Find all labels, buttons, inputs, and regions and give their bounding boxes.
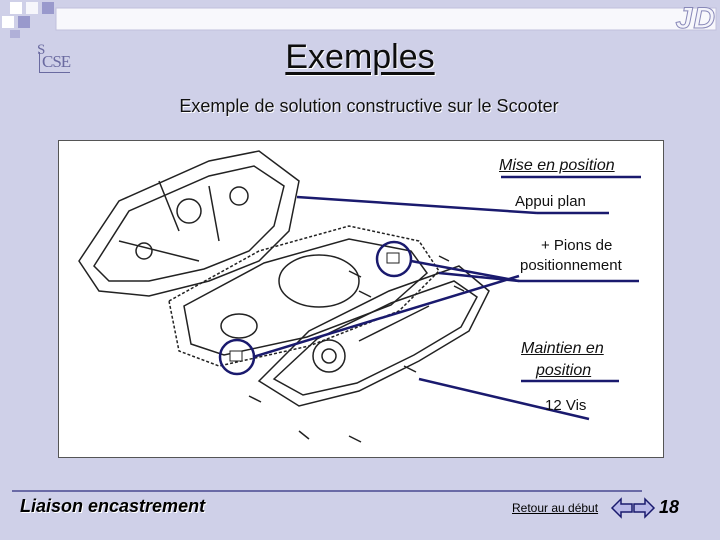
logo-letter: S	[37, 42, 46, 58]
decorative-squares	[2, 2, 717, 38]
label-maintien-line1: Maintien en	[521, 340, 604, 357]
logo-text: CSE	[39, 52, 71, 73]
label-mise-en-position: Mise en position	[499, 157, 615, 174]
next-arrow-icon[interactable]	[632, 497, 656, 519]
label-appui-plan: Appui plan	[515, 193, 586, 210]
label-pions-line2: positionnement	[520, 257, 622, 274]
jd-mark: JD	[675, 2, 716, 36]
label-pions-line1: + Pions de	[541, 237, 613, 254]
page-number: 18	[659, 497, 680, 517]
scooter-casing-drawing	[78, 150, 641, 443]
page-title: Exemples	[285, 38, 435, 76]
label-vis: 12 Vis	[545, 397, 587, 414]
scse-logo: S CSE	[34, 42, 74, 76]
figure-panel: Mise en position Appui plan + Pions de p…	[58, 140, 664, 458]
back-to-start-link[interactable]: Retour au début	[512, 501, 599, 515]
label-maintien-line2: position	[536, 362, 592, 379]
page-subtitle: Exemple de solution constructive sur le …	[179, 96, 559, 116]
previous-arrow-icon[interactable]	[610, 497, 634, 519]
footer-divider	[12, 490, 642, 492]
footer-title: Liaison encastrement	[20, 496, 206, 516]
